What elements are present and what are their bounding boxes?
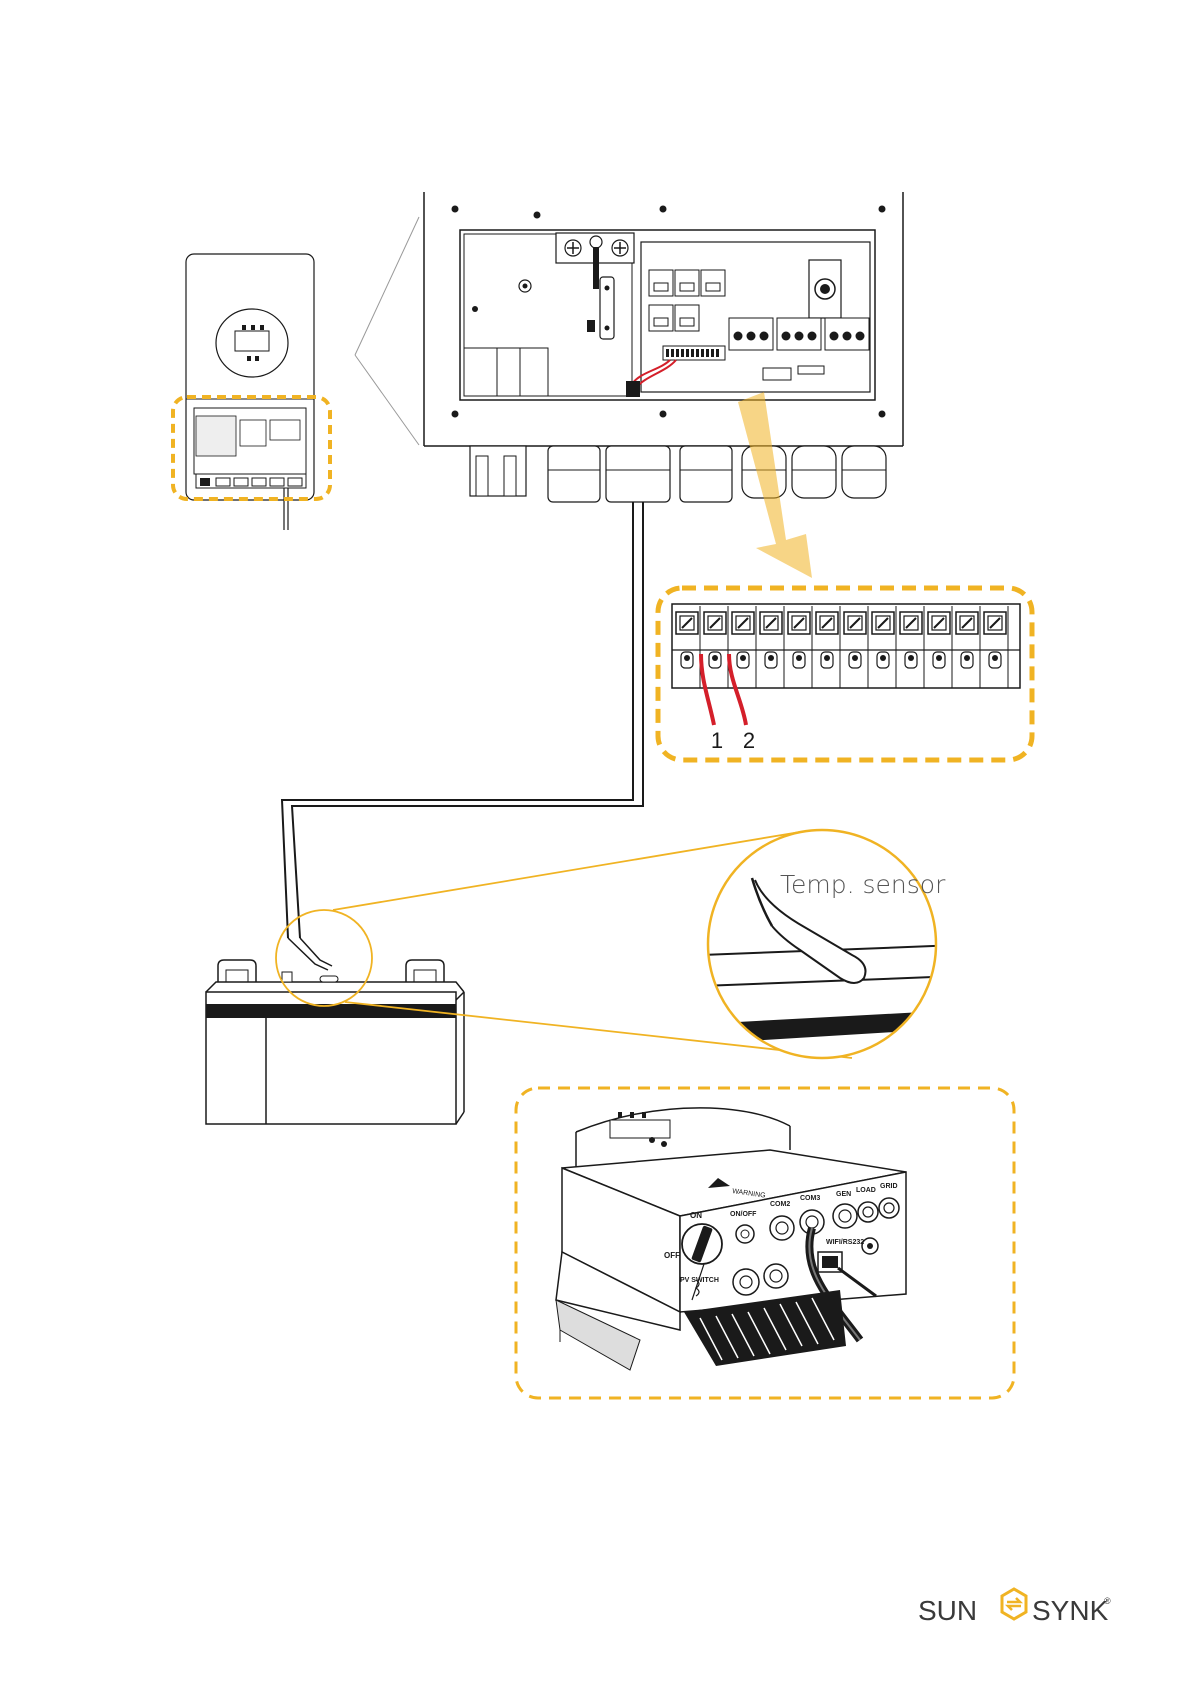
registered-mark: ® xyxy=(1104,1596,1111,1606)
com2-label: COM2 xyxy=(770,1201,790,1208)
onoff-label: ON/OFF xyxy=(730,1211,757,1218)
sunsynk-logo: SUN SYNK ® xyxy=(918,1589,1111,1626)
gen-label: GEN xyxy=(836,1191,851,1198)
grid-label: GRID xyxy=(880,1183,898,1190)
brand-left: SUN xyxy=(918,1595,977,1626)
battery xyxy=(206,960,464,1124)
cable-glands xyxy=(470,446,886,502)
sensor-cable xyxy=(282,502,643,970)
on-label: ON xyxy=(690,1211,702,1220)
inverter-thumbnail xyxy=(173,254,330,530)
off-label: OFF xyxy=(664,1251,680,1260)
inverter-wiring-panel xyxy=(424,192,903,502)
terminal-block-zoom: 1 2 xyxy=(658,588,1032,760)
terminal-label-1: 1 xyxy=(711,728,723,753)
temp-sensor-label: Temp. sensor xyxy=(780,870,946,899)
small-terminal-strip xyxy=(663,346,725,360)
com3-label: COM3 xyxy=(800,1195,820,1202)
brand-right: SYNK xyxy=(1032,1595,1109,1626)
sunsynk-logo-mark-icon xyxy=(1002,1589,1026,1619)
power-terminal-blocks xyxy=(729,318,869,350)
load-label: LOAD xyxy=(856,1187,876,1194)
inverter-ports-illustration: WARNING ON OFF PV SWITCH ON/OFF xyxy=(516,1088,1014,1398)
wifi-label: WIFI/RS232 xyxy=(826,1239,864,1246)
terminal-label-2: 2 xyxy=(743,728,755,753)
